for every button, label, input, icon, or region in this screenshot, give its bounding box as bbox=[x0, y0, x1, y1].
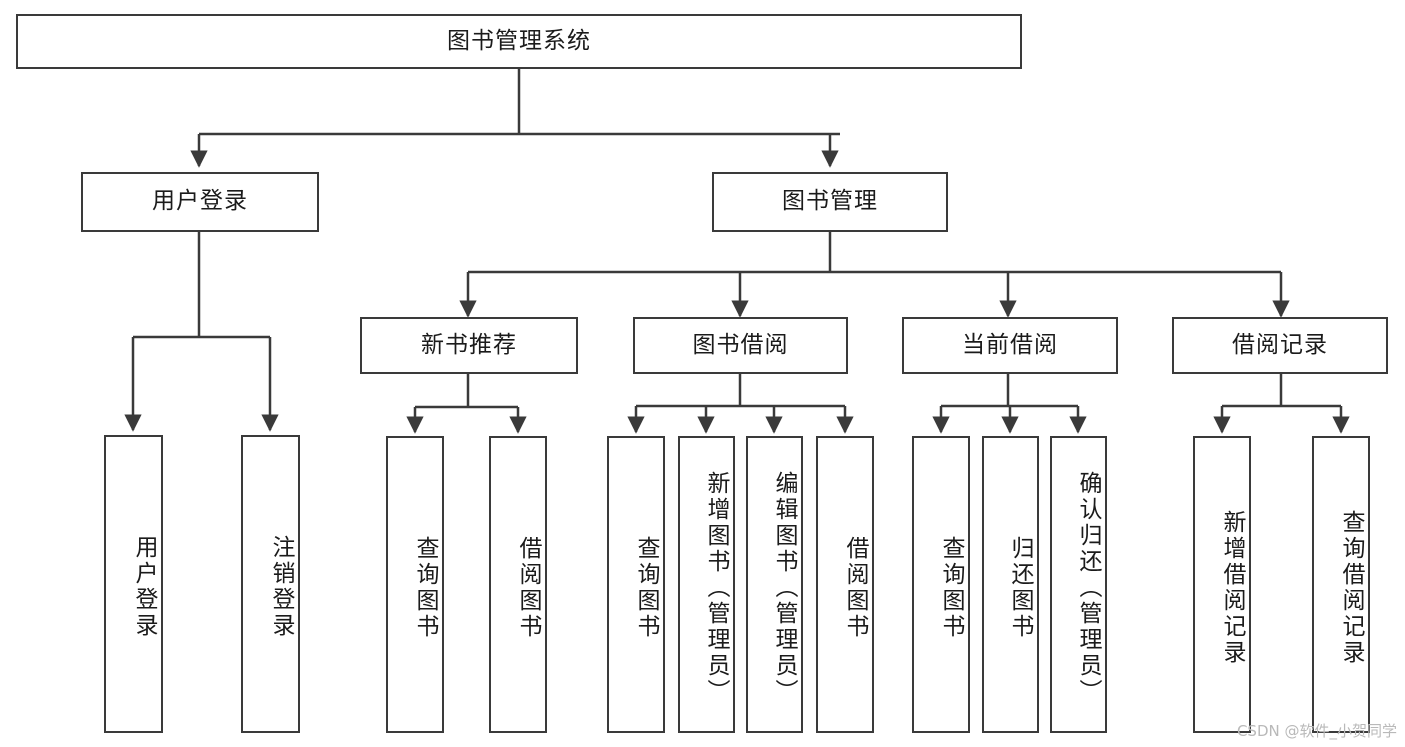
leaf-return-book-label: 归还图书 bbox=[1007, 535, 1033, 640]
node-borrow-record-label: 借阅记录 bbox=[1232, 331, 1328, 358]
node-new-book-recommend-label: 新书推荐 bbox=[421, 331, 517, 358]
node-root[interactable]: 图书管理系统 bbox=[16, 14, 1022, 69]
leaf-query-borrow-record[interactable]: 查询借阅记录 bbox=[1312, 436, 1370, 733]
node-user-login[interactable]: 用户登录 bbox=[81, 172, 319, 232]
node-new-book-recommend[interactable]: 新书推荐 bbox=[360, 317, 578, 374]
leaf-borrow-book-newbook[interactable]: 借阅图书 bbox=[489, 436, 547, 733]
leaf-add-borrow-record-label: 新增借阅记录 bbox=[1219, 509, 1245, 666]
leaf-edit-book-admin[interactable]: 编辑图书（管理员） bbox=[746, 436, 803, 733]
node-user-login-label: 用户登录 bbox=[152, 188, 248, 215]
node-current-borrow[interactable]: 当前借阅 bbox=[902, 317, 1118, 374]
node-book-management-label: 图书管理 bbox=[782, 188, 878, 215]
leaf-query-borrow-record-label: 查询借阅记录 bbox=[1338, 509, 1364, 666]
node-borrow-record[interactable]: 借阅记录 bbox=[1172, 317, 1388, 374]
leaf-add-book-admin[interactable]: 新增图书（管理员） bbox=[678, 436, 735, 733]
leaf-query-book-current[interactable]: 查询图书 bbox=[912, 436, 970, 733]
leaf-add-borrow-record[interactable]: 新增借阅记录 bbox=[1193, 436, 1251, 733]
leaf-logout-label: 注销登录 bbox=[268, 535, 294, 639]
leaf-query-book-newbook-label: 查询图书 bbox=[412, 535, 438, 640]
node-root-label: 图书管理系统 bbox=[447, 27, 591, 54]
leaf-query-book-borrow-label: 查询图书 bbox=[633, 535, 659, 640]
node-book-borrow-label: 图书借阅 bbox=[692, 331, 789, 358]
leaf-logout[interactable]: 注销登录 bbox=[241, 435, 300, 733]
leaf-add-book-admin-label: 新增图书（管理员） bbox=[703, 470, 729, 705]
leaf-borrow-book-borrow-label: 借阅图书 bbox=[842, 535, 868, 640]
leaf-confirm-return-admin[interactable]: 确认归还（管理员） bbox=[1050, 436, 1107, 733]
leaf-edit-book-admin-label: 编辑图书（管理员） bbox=[771, 470, 797, 705]
leaf-user-login-label: 用户登录 bbox=[131, 535, 157, 639]
leaf-user-login[interactable]: 用户登录 bbox=[104, 435, 163, 733]
node-current-borrow-label: 当前借阅 bbox=[962, 331, 1058, 358]
leaf-query-book-newbook[interactable]: 查询图书 bbox=[386, 436, 444, 733]
leaf-confirm-return-admin-label: 确认归还（管理员） bbox=[1075, 470, 1101, 705]
node-book-management[interactable]: 图书管理 bbox=[712, 172, 948, 232]
leaf-borrow-book-newbook-label: 借阅图书 bbox=[515, 535, 541, 640]
watermark-text: CSDN @软件_小贺同学 bbox=[1236, 722, 1397, 740]
leaf-query-book-borrow[interactable]: 查询图书 bbox=[607, 436, 665, 733]
leaf-return-book[interactable]: 归还图书 bbox=[982, 436, 1039, 733]
node-book-borrow[interactable]: 图书借阅 bbox=[633, 317, 848, 374]
leaf-query-book-current-label: 查询图书 bbox=[938, 535, 964, 640]
leaf-borrow-book-borrow[interactable]: 借阅图书 bbox=[816, 436, 874, 733]
